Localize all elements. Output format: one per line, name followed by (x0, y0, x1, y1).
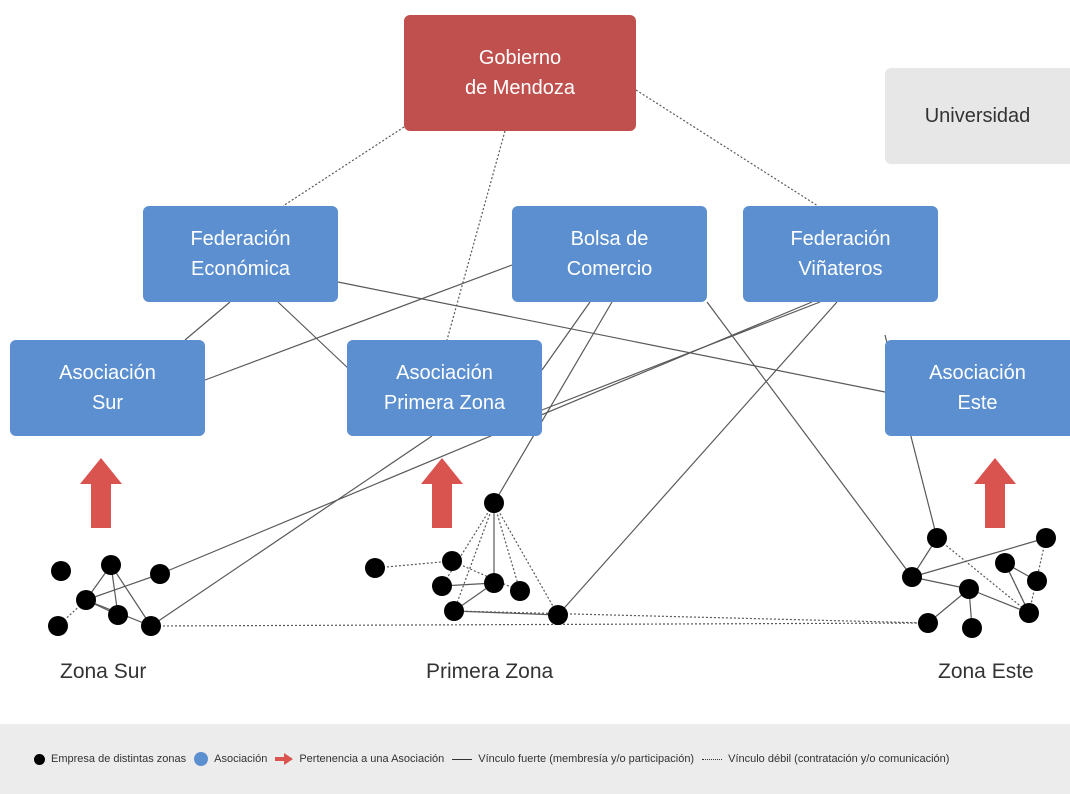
legend-empresa-text: Empresa de distintas zonas (51, 753, 187, 765)
weak-link-2 (446, 130, 506, 341)
legend-vinculo-debil: Vínculo débil (contratación y/o comunica… (702, 753, 949, 765)
legend-pertenencia: Pertenencia a una Asociación (275, 753, 444, 765)
arrow-primera-zona-icon (421, 458, 463, 528)
zona-sur-label: Zona Sur (60, 660, 147, 683)
association-dot-icon (194, 752, 209, 766)
company-dot-p1 (484, 493, 504, 513)
asociacion-primera-zona-label: Asociación Primera Zona (383, 362, 506, 414)
gobierno-mendoza-label: Gobierno de Mendoza (464, 47, 576, 99)
company-dot-e2 (1036, 528, 1056, 548)
network-diagram (48, 89, 1056, 638)
company-dot-e3 (902, 567, 922, 587)
company-dot-s6 (48, 616, 68, 636)
company-dot-p6 (510, 581, 530, 601)
company-dot-s3 (150, 564, 170, 584)
zona-este-label: Zona Este (938, 660, 1034, 683)
arrow-este-icon (974, 458, 1016, 528)
strong-link-11 (150, 435, 433, 627)
company-dot-s2 (101, 555, 121, 575)
universidad-node: Universidad (885, 68, 1070, 164)
weak-link-13 (936, 537, 1030, 614)
gobierno-mendoza-node: Gobierno de Mendoza (404, 15, 636, 131)
federacion-vinateros-node: Federación Viñateros (743, 206, 938, 302)
company-dot-e9 (962, 618, 982, 638)
strong-link-10 (557, 301, 838, 616)
company-dot-e6 (959, 579, 979, 599)
strong-link-5 (541, 301, 591, 371)
strong-link-9 (493, 301, 613, 504)
strong-link-4 (337, 281, 886, 393)
asociacion-este-label: Asociación Este (929, 362, 1026, 414)
weak-link-7 (453, 502, 495, 612)
federacion-economica-node: Federación Económica (143, 206, 338, 302)
company-dot-e5 (1027, 571, 1047, 591)
weak-link-15 (1028, 537, 1047, 614)
legend-asociacion-text: Asociación (214, 753, 268, 765)
weak-link-8 (493, 502, 521, 592)
weak-link-11 (451, 560, 521, 592)
legend-asociacion: Asociación (194, 752, 267, 766)
strong-link-8 (541, 301, 821, 411)
weak-link-10 (441, 502, 495, 587)
company-dot-p7 (444, 601, 464, 621)
legend-vinculo-fuerte: Vínculo fuerte (membresía y/o participac… (452, 753, 694, 765)
legend-vinculo-fuerte-text: Vínculo fuerte (membresía y/o participac… (478, 753, 695, 765)
universidad-label: Universidad (924, 105, 1031, 127)
strong-link-3 (204, 264, 513, 381)
weak-link-12 (453, 610, 929, 624)
company-dot-s7 (141, 616, 161, 636)
red-arrow-icon (275, 753, 294, 765)
federacion-vinateros-label: Federación Viñateros (790, 228, 891, 280)
strong-link-24 (911, 537, 1047, 578)
bolsa-comercio-label: Bolsa de Comercio (566, 228, 653, 280)
company-dot-e4 (995, 553, 1015, 573)
legend-empresa: Empresa de distintas zonas (34, 753, 186, 765)
weak-link-6 (374, 560, 453, 569)
federacion-economica-label: Federación Económica (190, 228, 291, 280)
asociacion-primera-zona-node: Asociación Primera Zona (347, 340, 542, 436)
company-dot-p8 (548, 605, 568, 625)
company-dot-e8 (1019, 603, 1039, 623)
company-dot-p5 (484, 573, 504, 593)
weak-link-3 (635, 89, 819, 207)
company-dot-s5 (108, 605, 128, 625)
strong-link-2 (277, 301, 351, 371)
company-dot-e1 (927, 528, 947, 548)
strong-link-28 (968, 588, 1030, 614)
primera-zona-label: Primera Zona (426, 660, 554, 683)
legend-vinculo-debil-text: Vínculo débil (contratación y/o comunica… (728, 753, 950, 765)
company-dot-s1 (51, 561, 71, 581)
weak-link-9 (493, 502, 559, 616)
company-dot-p2 (365, 558, 385, 578)
company-dot-p4 (432, 576, 452, 596)
strong-link-12 (159, 301, 813, 575)
company-dot-icon (34, 753, 45, 765)
asociacion-este-node: Asociación Este (885, 340, 1070, 436)
strong-link-6 (706, 301, 913, 578)
company-dot-e7 (918, 613, 938, 633)
solid-line-icon (452, 758, 473, 760)
dotted-line-icon (702, 758, 723, 760)
weak-link-1 (282, 126, 405, 207)
strong-link-15 (110, 564, 152, 627)
bolsa-comercio-node: Bolsa de Comercio (512, 206, 707, 302)
asociacion-sur-label: Asociación Sur (59, 362, 156, 414)
strong-link-1 (184, 301, 231, 341)
asociacion-sur-node: Asociación Sur (10, 340, 205, 436)
legend: Empresa de distintas zonas Asociación Pe… (0, 724, 1070, 794)
legend-pertenencia-text: Pertenencia a una Asociación (299, 753, 445, 765)
strong-link-16 (85, 573, 161, 601)
company-dot-p3 (442, 551, 462, 571)
arrow-sur-icon (80, 458, 122, 528)
company-dot-s4 (76, 590, 96, 610)
weak-link-5 (150, 622, 929, 627)
